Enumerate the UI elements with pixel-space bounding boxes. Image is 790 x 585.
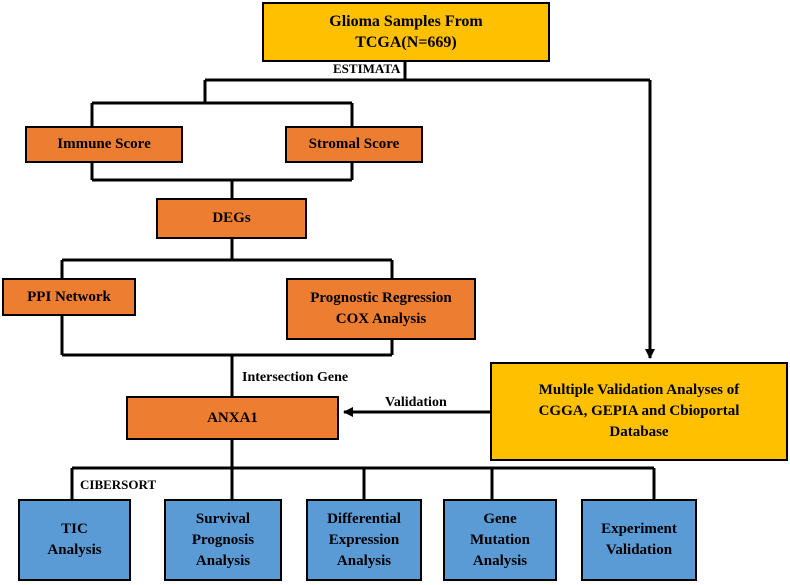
- node-survival-prognosis-label: Survival Prognosis Analysis: [191, 510, 255, 569]
- node-validation-database-label: Multiple Validation Analyses of CGGA, GE…: [538, 382, 740, 440]
- node-immune-score-label: Immune Score: [57, 136, 151, 152]
- label-cibersort: CIBERSORT: [80, 477, 157, 492]
- label-intersection-gene: Intersection Gene: [242, 370, 349, 385]
- node-validation-database: Multiple Validation Analyses of CGGA, GE…: [490, 362, 788, 461]
- node-experiment-validation: Experiment Validation: [581, 499, 697, 581]
- node-ppi-network-label: PPI Network: [27, 288, 111, 305]
- node-differential-expression-label: Differential Expression Analysis: [327, 510, 401, 569]
- node-experiment-validation-label: Experiment Validation: [601, 521, 677, 558]
- label-estimata: ESTIMATA: [333, 61, 401, 76]
- node-gene-mutation-label: Gene Mutation Analysis: [470, 510, 530, 569]
- node-differential-expression: Differential Expression Analysis: [306, 499, 422, 581]
- node-anxa1: ANXA1: [126, 396, 339, 440]
- node-degs: DEGs: [156, 198, 307, 239]
- node-immune-score: Immune Score: [25, 126, 183, 163]
- node-tic-analysis-label: TIC Analysis: [47, 521, 102, 558]
- node-anxa1-label: ANXA1: [207, 409, 258, 426]
- node-gene-mutation: Gene Mutation Analysis: [443, 499, 557, 581]
- node-survival-prognosis: Survival Prognosis Analysis: [164, 499, 282, 581]
- node-stromal-score-label: Stromal Score: [308, 136, 400, 152]
- node-degs-label: DEGs: [212, 210, 251, 226]
- node-ppi-network: PPI Network: [2, 278, 136, 316]
- label-validation: Validation: [385, 395, 447, 410]
- node-tic-analysis: TIC Analysis: [18, 499, 131, 581]
- node-glioma-samples: Glioma Samples From TCGA(N=669): [262, 2, 550, 62]
- node-glioma-samples-label: Glioma Samples From TCGA(N=669): [329, 13, 483, 51]
- node-cox-analysis: Prognostic Regression COX Analysis: [286, 278, 476, 340]
- node-cox-analysis-label: Prognostic Regression COX Analysis: [310, 290, 452, 327]
- node-stromal-score: Stromal Score: [285, 126, 423, 163]
